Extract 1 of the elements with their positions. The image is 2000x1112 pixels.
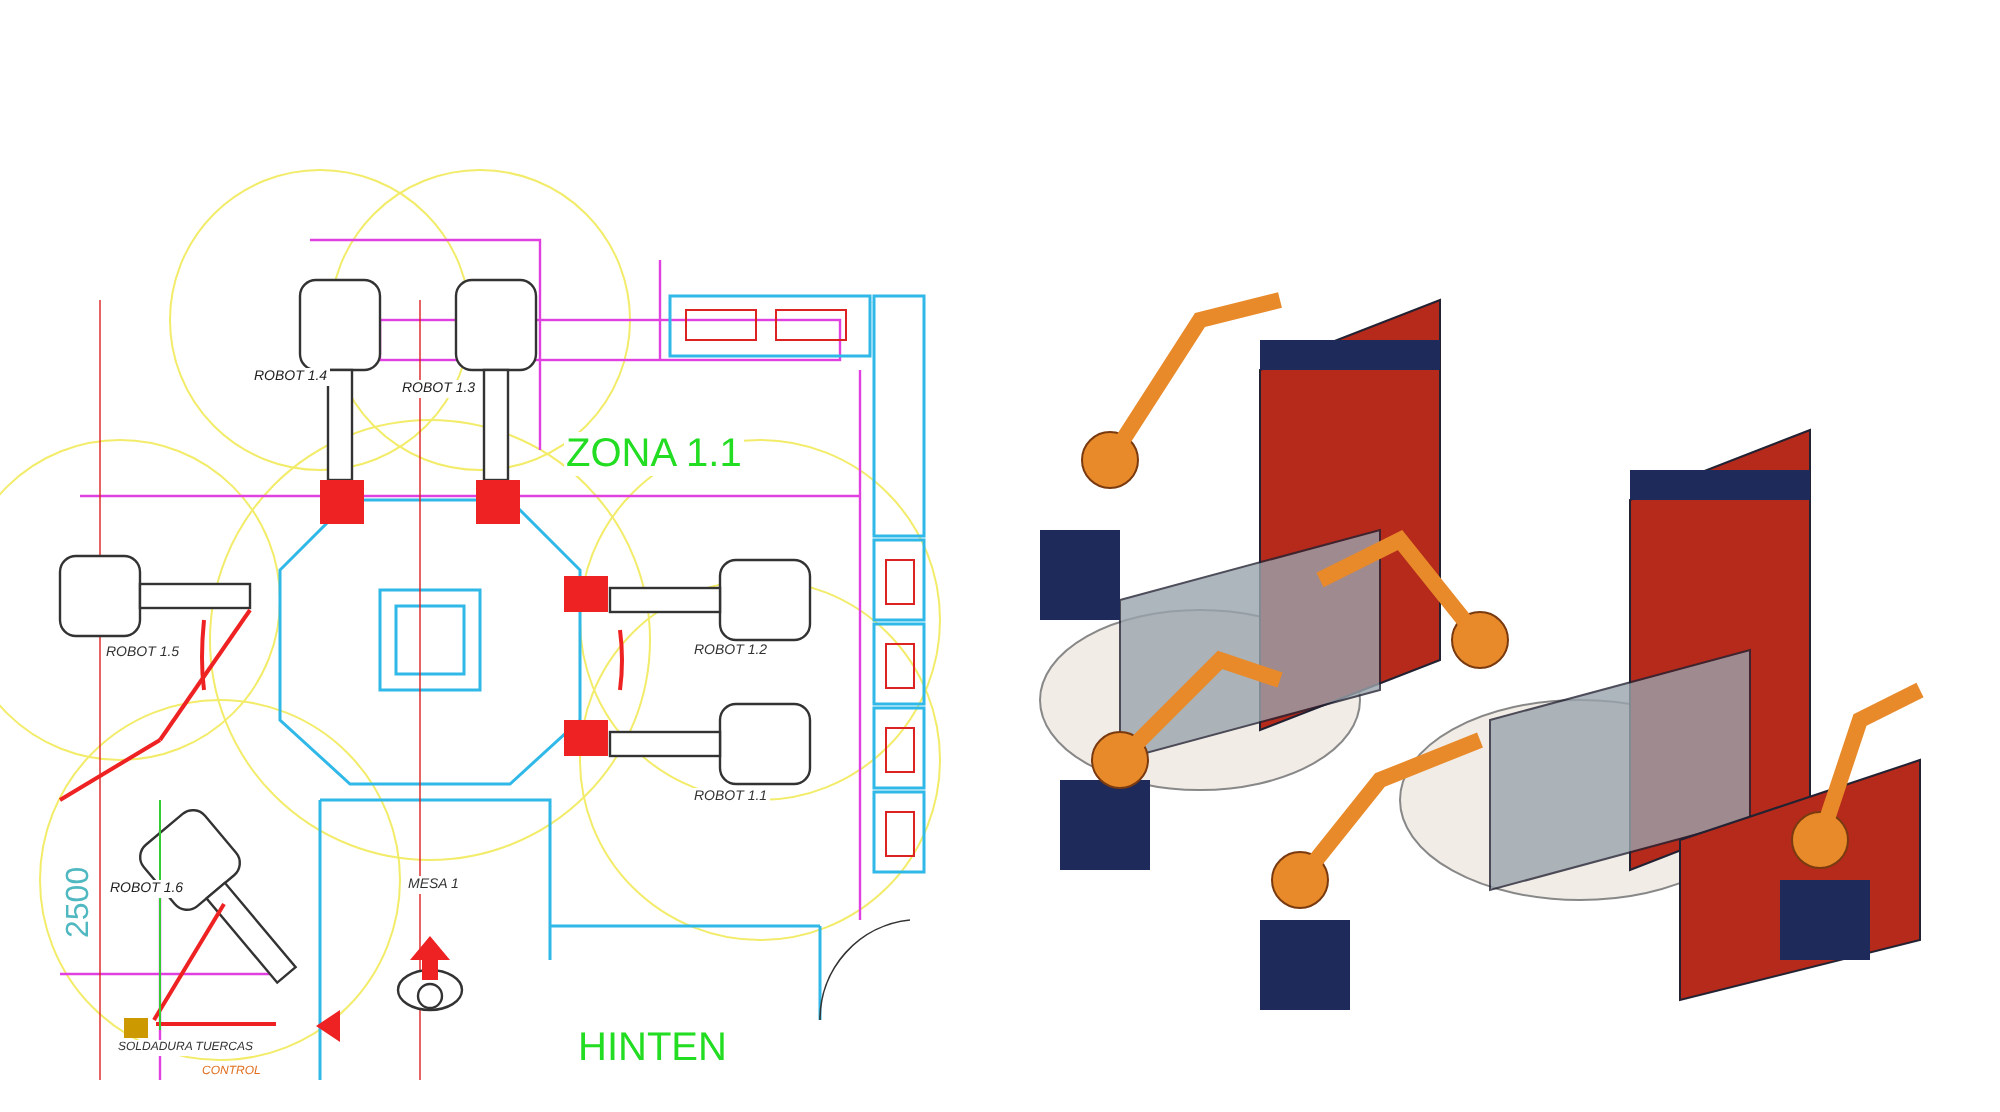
zone-label: ZONA 1.1: [564, 432, 744, 476]
